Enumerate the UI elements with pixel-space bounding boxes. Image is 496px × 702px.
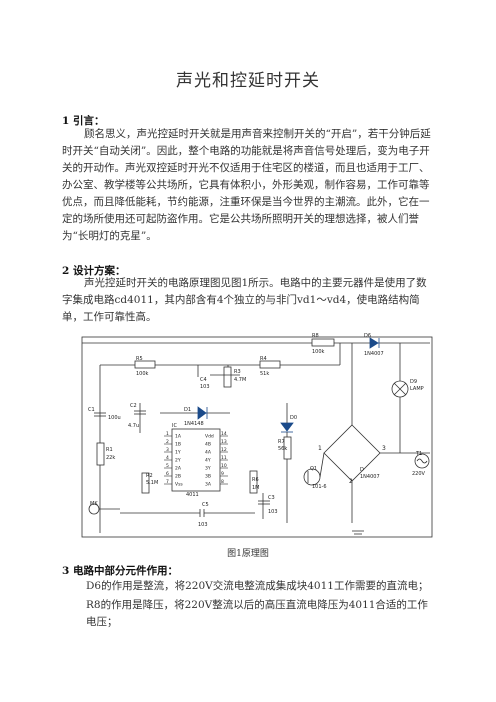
section-body-design: 声光控延时开关的电路原理图见图1所示。电路中的主要元器件是使用了数字集成电路cd…: [62, 277, 427, 323]
r2-label: R2: [146, 473, 153, 479]
ic-pin-number-left: 4: [166, 455, 169, 461]
r2-value: 5.1M: [146, 480, 158, 486]
ic-pin-name-left: 1Y: [175, 450, 181, 456]
ic-pin-name-right: 4B: [205, 442, 211, 448]
d6-value: 1N4007: [364, 351, 384, 357]
section-body-intro: 顾名思义，声光控延时开关就是用声音来控制开关的“开启”，若干分钟后延时开关“自动…: [62, 128, 431, 242]
c1-label: C1: [88, 407, 95, 413]
ic-pin-number-right: 8: [221, 479, 224, 485]
ic-pin-number-right: 11: [221, 455, 227, 461]
r3-label: R3: [234, 369, 241, 375]
section-heading-design: 2 设计方案：: [62, 265, 126, 277]
ic-pin-number-right: 9: [221, 471, 224, 477]
r8-label: R8: [312, 333, 319, 339]
ic-pin-name-right: 4A: [205, 450, 212, 456]
r7-value: 56k: [278, 446, 287, 452]
ic-pin-name-left: 1A: [175, 434, 182, 440]
c1-value: 100u: [108, 415, 121, 421]
ic-part-number: 4011: [186, 492, 199, 498]
bridge-node-1: 1: [318, 445, 322, 452]
ic-pin-number-left: 1: [166, 431, 169, 437]
bridge-node-3: 3: [382, 445, 386, 452]
ic-pin-number-left: 6: [166, 471, 169, 477]
r8-value: 100k: [312, 349, 325, 355]
ic-pin-name-left: 2Y: [175, 458, 181, 464]
ac-source-value: 220V: [412, 471, 426, 477]
q1-value: 101-6: [312, 484, 327, 490]
r7-label: R7: [278, 439, 285, 445]
mic-label: MK: [90, 501, 98, 507]
ic-pin-number-right: 14: [221, 431, 227, 437]
lamp-label: D9: [410, 379, 417, 385]
circuit-schematic: 1AVdd1141B4B2131Y4A3122Y4Y4112A3Y5102B3B…: [81, 333, 433, 538]
d0-label: D0: [290, 415, 297, 421]
ic-pin-number-right: 12: [221, 447, 227, 453]
c2-label: C2: [130, 403, 137, 409]
component-line-d6: D6的作用是整流，将220V交流电整流成集成块4011工作需要的直流电；: [86, 580, 429, 592]
r6-label: R6: [252, 477, 259, 483]
ic-pin-number-left: 2: [166, 439, 169, 445]
ic-pin-number-left: 7: [166, 479, 169, 485]
ic-pin-name-right: 3A: [205, 482, 212, 488]
r6-value: 1M: [252, 485, 260, 491]
c3-label: C3: [268, 495, 275, 501]
r5-label: R5: [136, 356, 143, 362]
section-heading-intro: 1 引言：: [62, 115, 105, 127]
figure-caption: 图1原理图: [227, 549, 269, 559]
q1-label: Q1: [310, 466, 317, 472]
component-line-r8: R8的作用是降压，将220V整流以后的高压直流电降压为4011合适的工作电压；: [86, 599, 428, 628]
d6-label: D6: [364, 333, 371, 339]
c2-value: 4.7u: [128, 423, 139, 429]
c5-label: C5: [202, 502, 209, 508]
lamp-value: LAMP: [410, 386, 424, 392]
ic-pin-name-right: 3Y: [205, 466, 211, 472]
ic-pin-name-left: 2A: [175, 466, 182, 472]
ic-pin-name-left: 1B: [175, 442, 181, 448]
d1-value: 1N4148: [184, 421, 204, 427]
ic-pin-name-right: Vdd: [205, 434, 214, 440]
r3-value: 4.7M: [234, 377, 246, 383]
document-title: 声光和控延时开关: [176, 71, 320, 91]
c5-value: 103: [198, 522, 208, 528]
r1-value: 22k: [106, 455, 115, 461]
c4-label: C4: [200, 377, 207, 383]
ic-pin-number-left: 3: [166, 447, 169, 453]
r5-value: 100k: [136, 371, 149, 377]
bridge-node-2: 2: [349, 478, 353, 485]
ic-pin-number-left: 5: [166, 463, 169, 469]
bridge-label: D: [360, 467, 364, 473]
r4-value: 51k: [260, 371, 269, 377]
c3-value: 103: [268, 509, 278, 515]
ic-pin-number-right: 10: [221, 463, 227, 469]
ic-pin-name-left: Vss: [175, 482, 183, 488]
ic-label: IC: [172, 423, 177, 429]
d1-label: D1: [184, 407, 191, 413]
ic-pin-name-left: 2B: [175, 474, 181, 480]
ic-pin-number-right: 13: [221, 439, 227, 445]
ic-pin-name-right: 3B: [205, 474, 211, 480]
r1-label: R1: [106, 447, 113, 453]
c4-value: 103: [200, 384, 210, 390]
bridge-value: 1N4007: [360, 474, 380, 480]
section-heading-components: 3 电路中部分元件作用：: [62, 565, 178, 577]
ac-source-label: T1: [415, 451, 422, 457]
ic-pin-name-right: 4Y: [205, 458, 211, 464]
r4-label: R4: [260, 356, 267, 362]
